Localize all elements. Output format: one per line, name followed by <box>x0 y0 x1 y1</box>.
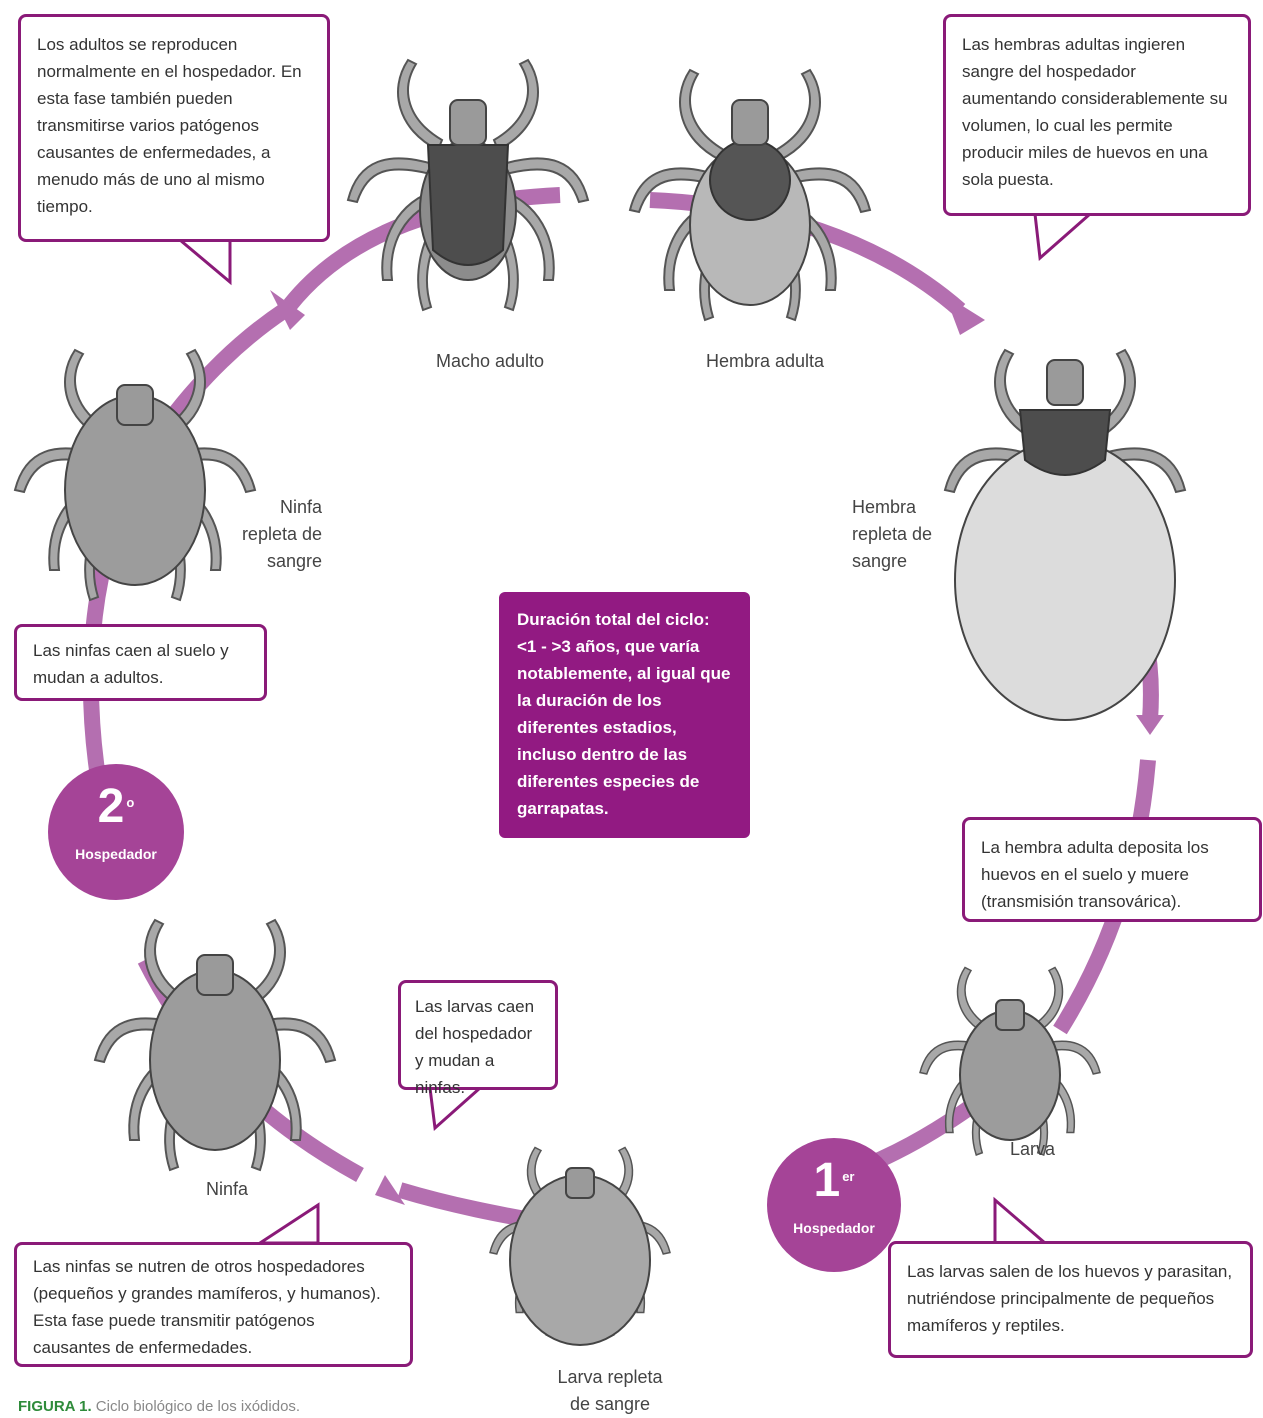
label-female-adult: Hembra adulta <box>706 351 825 371</box>
callout-nymphs-feed: Las ninfas se nutren de otros hospedador… <box>14 1242 413 1367</box>
first-host-number: 1 <box>813 1154 841 1207</box>
tick-nymph <box>94 919 336 1171</box>
callout-larvae-fall-text: Las larvas caen del hospedador y mudan a… <box>415 997 535 1097</box>
label-male-adult: Macho adulto <box>436 351 545 371</box>
callout-female-lays-text: La hembra adulta deposita los huevos en … <box>981 838 1209 911</box>
callout-larvae-hatch-text: Las larvas salen de los huevos y parasit… <box>907 1262 1233 1335</box>
cycle-duration-box: Duración total del ciclo: <1 - >3 años, … <box>499 592 750 838</box>
tick-engorged-nymph <box>14 349 256 601</box>
callout-adults-reproduce: Los adultos se reproducen normalmente en… <box>18 14 330 242</box>
label-engorged-larva: Larva repleta de sangre <box>557 1367 663 1414</box>
callout-female-lays: La hembra adulta deposita los huevos en … <box>962 817 1262 922</box>
callout-females-ingest: Las hembras adultas ingieren sangre del … <box>943 14 1251 216</box>
tick-female-adult <box>629 69 871 321</box>
first-host-suffix: er <box>842 1169 855 1184</box>
tick-male-adult <box>347 59 589 311</box>
tick-engorged-female <box>944 349 1186 721</box>
callout-females-ingest-text: Las hembras adultas ingieren sangre del … <box>962 35 1228 189</box>
first-host-label: Hospedador <box>793 1220 875 1236</box>
figure-caption: FIGURA 1. Ciclo biológico de los ixódido… <box>18 1398 300 1415</box>
figure-caption-text: Ciclo biológico de los ixódidos. <box>95 1398 301 1415</box>
tick-engorged-larva <box>489 1146 671 1346</box>
label-engorged-female: Hembra repleta de sangre <box>852 497 933 571</box>
callout-larvae-fall: Las larvas caen del hospedador y mudan a… <box>398 980 558 1097</box>
callout-adults-reproduce-text: Los adultos se reproducen normalmente en… <box>37 35 302 216</box>
label-larva: Larva <box>1010 1139 1056 1159</box>
label-nymph: Ninfa <box>206 1179 249 1199</box>
cycle-duration-text: Duración total del ciclo: <1 - >3 años, … <box>517 610 731 818</box>
second-host-suffix: o <box>126 795 135 810</box>
callout-larvae-hatch: Las larvas salen de los huevos y parasit… <box>888 1241 1253 1358</box>
cycle-arrowheads <box>270 290 1164 1205</box>
label-engorged-nymph: Ninfa repleta de sangre <box>241 497 322 571</box>
tick-larva <box>919 966 1101 1156</box>
figure-caption-prefix: FIGURA 1. <box>18 1398 92 1415</box>
callout-nymphs-feed-text: Las ninfas se nutren de otros hospedador… <box>33 1257 381 1357</box>
callout-nymphs-fall: Las ninfas caen al suelo y mudan a adult… <box>14 624 267 701</box>
callout-nymphs-fall-text: Las ninfas caen al suelo y mudan a adult… <box>33 641 229 687</box>
second-host-number: 2 <box>97 780 125 833</box>
second-host-label: Hospedador <box>75 846 157 862</box>
